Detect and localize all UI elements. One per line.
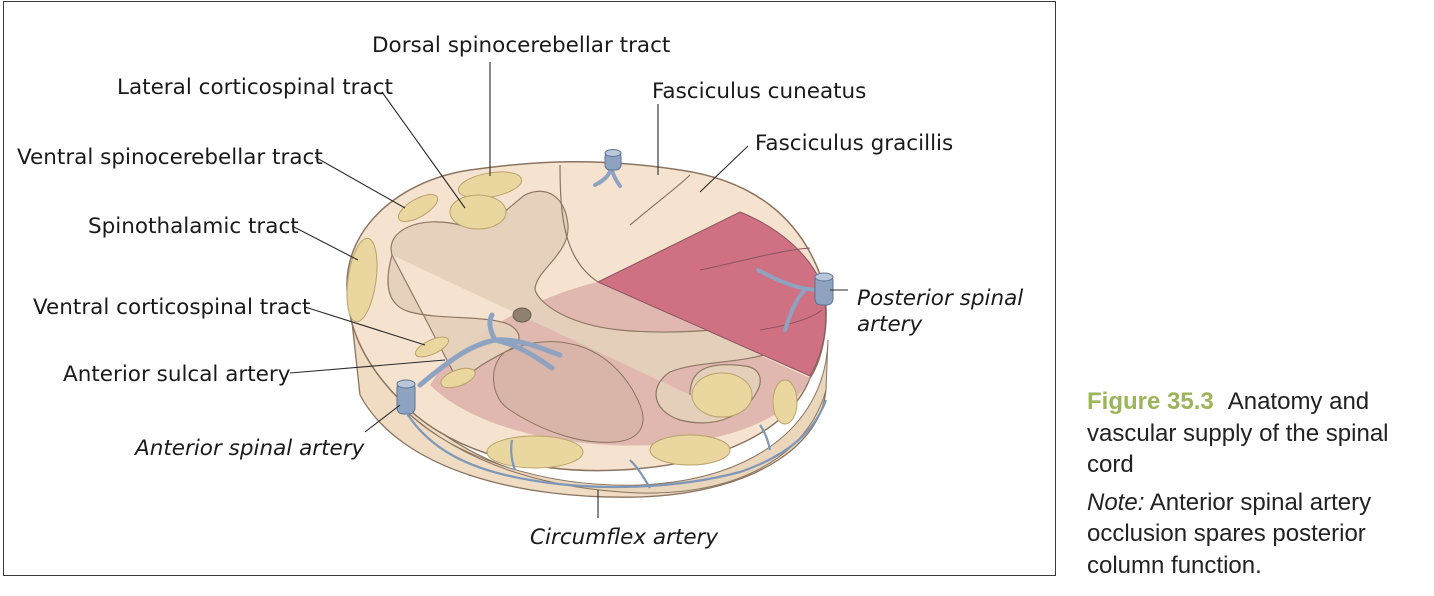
figure-number: Figure 35.3: [1087, 388, 1214, 415]
caption-note: Note: Anterior spinal artery occlusion s…: [1087, 487, 1432, 582]
dorsal-artery-opening: [604, 149, 622, 157]
label-circumflex-artery: Circumflex artery: [530, 525, 718, 550]
label-posterior-spinal-artery-line2: artery: [857, 312, 923, 337]
cuneatus-gracillis-border: [629, 174, 691, 226]
lateral-corticospinal-tract: [449, 194, 507, 230]
label-spinothalamic-tract: Spinothalamic tract: [88, 214, 299, 239]
leader-lines: [289, 62, 848, 518]
ventral-spinocerebellar-tract: [397, 194, 439, 222]
posterior-spinal-artery-opening: [814, 272, 834, 282]
side-tract-1: [486, 435, 584, 469]
label-fasciculus-cuneatus: Fasciculus cuneatus: [652, 79, 866, 104]
spinothalamic-tract: [346, 237, 378, 323]
side-tract-3: [772, 379, 798, 425]
ventral-corticospinal-tract: [414, 336, 450, 358]
central-canal: [512, 307, 532, 323]
gray-matter-ventral-horn: [493, 341, 644, 443]
posterior-territory-line-1: [699, 247, 811, 271]
anterior-sulcal-artery: [417, 312, 563, 388]
label-fasciculus-gracillis: Fasciculus gracillis: [755, 131, 953, 156]
side-tract-2: [649, 434, 731, 466]
caption-title: Anatomy and vascular supply of the spina…: [1087, 388, 1389, 478]
anterior-tract-right: [691, 372, 753, 418]
caption-note-text: Anterior spinal artery occlusion spares …: [1087, 488, 1372, 579]
label-anterior-sulcal-artery: Anterior sulcal artery: [63, 362, 291, 387]
label-ventral-spinocerebellar-tract: Ventral spinocerebellar tract: [17, 145, 323, 170]
anterior-spinal-artery-opening: [396, 379, 416, 389]
dorsal-column-septum: [559, 164, 599, 283]
caption-note-label: Note:: [1087, 488, 1145, 516]
label-posterior-spinal-artery-line1: Posterior spinal: [857, 286, 1023, 311]
label-lateral-corticospinal-tract: Lateral corticospinal tract: [117, 75, 393, 100]
ventral-tract-right: [440, 367, 476, 389]
posterior-territory-line-2: [759, 309, 823, 331]
label-dorsal-spinocerebellar-tract: Dorsal spinocerebellar tract: [372, 33, 670, 58]
spinal-cord-diagram: Dorsal spinocerebellar tract Lateral cor…: [17, 33, 1023, 550]
circumflex-artery: [405, 399, 828, 489]
label-ventral-corticospinal-tract: Ventral corticospinal tract: [33, 295, 310, 320]
label-anterior-spinal-artery: Anterior spinal artery: [133, 436, 365, 461]
posterior-spinal-artery: [756, 268, 822, 332]
